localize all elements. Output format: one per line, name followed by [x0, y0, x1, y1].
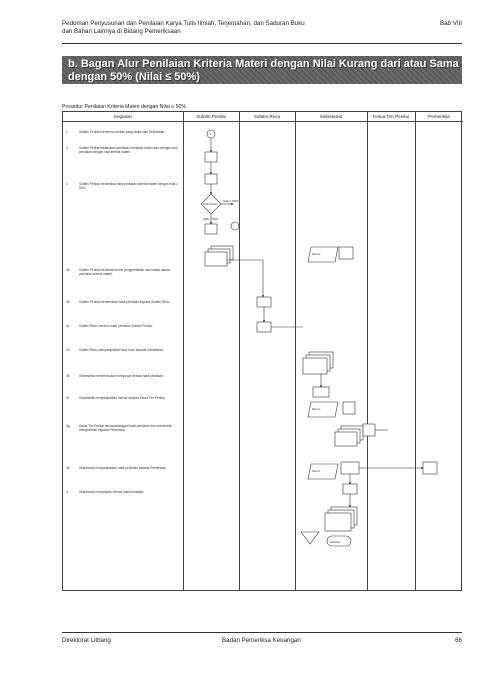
column-header-kegiatan: Kegiatan	[63, 112, 183, 122]
memo-shape	[307, 401, 339, 418]
banner-title: b. Bagan Alur Penilaian Kriteria Materi …	[68, 58, 459, 83]
memo-shape	[307, 463, 339, 480]
process-box	[256, 296, 272, 308]
process-box	[204, 151, 218, 163]
column-divider	[183, 112, 184, 590]
memo-shape	[307, 246, 339, 263]
step-number: 2	[66, 146, 68, 150]
decision-yes-label: Nilai ≤ 50%	[223, 199, 238, 203]
memo-label: Memo	[312, 252, 321, 256]
step-text: Subtim Penilai melakukan penilaian terha…	[79, 146, 178, 154]
column-header-subtim-revu: Subtim Revu	[239, 112, 295, 122]
flowchart-table: Kegiatan Subtim Penilai Subtim Revu Sekr…	[62, 111, 463, 591]
column-divider	[239, 112, 240, 590]
step-text: Subtim Revu menyampaikan hasil reviu kep…	[79, 348, 164, 352]
memo-label: Memo	[312, 407, 321, 411]
step-text: Sekretariat menyampaikan berkas kepada K…	[79, 396, 166, 400]
step-number: 3d	[66, 348, 70, 352]
step-number: 1	[66, 130, 68, 134]
process-box	[340, 461, 360, 475]
end-label: Selesai	[330, 540, 340, 544]
decision-no-label: Nilai > 50%	[203, 217, 219, 221]
column-header-subtim-penilai: Subtim Penilai	[183, 112, 239, 122]
step-text: Subtim Penilai memeriksa hasil penilaian…	[79, 182, 178, 190]
page-number: 66	[455, 637, 462, 644]
memo-label: Memo	[312, 469, 321, 473]
step-number: 3c	[66, 324, 70, 328]
step-number: 3a	[66, 268, 70, 272]
flowchart-diagram: A Nilai Materi Nilai ≤ 50% Nilai > 50% M…	[200, 129, 438, 547]
header-section: Bab VIII	[439, 20, 462, 27]
step-number: 4	[66, 490, 68, 494]
step-number: 3e	[66, 374, 70, 378]
process-box	[204, 173, 218, 185]
process-box	[422, 461, 438, 475]
header-title-line-2: dan Bahan Lainnya di Bidang Pemeriksaan	[62, 27, 181, 35]
process-box	[342, 401, 356, 415]
step-text: Subtim Penilai membuat memo pengembalian…	[79, 268, 171, 276]
step-number: 3f	[66, 396, 69, 400]
step-text: Ketua Tim Penilai menandatangani hasil p…	[79, 424, 172, 432]
step-number: 3h	[66, 466, 70, 470]
off-page-connector	[230, 221, 240, 231]
step-text: Sekretariat menyimpan berkas hasil penil…	[79, 490, 145, 494]
column-header-pemeriksa: Pemeriksa	[415, 112, 463, 122]
end-terminator	[326, 535, 352, 547]
step-text: Subtim Penilai memberikan hasil penilaia…	[79, 300, 171, 304]
archive-triangle	[300, 531, 320, 545]
footer-center: Badan Pemeriksa Keuangan	[222, 637, 301, 644]
section-banner: b. Bagan Alur Penilaian Kriteria Materi …	[62, 56, 462, 84]
column-divider	[295, 112, 296, 590]
step-text: Subtim Revu mereviu hasil penilaian Subt…	[79, 324, 153, 328]
step-number: 3b	[66, 300, 70, 304]
decision-label: Nilai Materi	[203, 202, 218, 206]
column-divider	[367, 112, 368, 590]
process-box	[204, 223, 218, 235]
process-box	[342, 483, 358, 495]
step-text: Subtim Penilai menerima berkas yang dini…	[79, 130, 166, 134]
column-header-ketua-tim: Ketua Tim Penilai	[367, 112, 415, 122]
footer-left: Direktorat Litbang	[62, 637, 111, 644]
process-box	[362, 423, 376, 437]
column-divider	[415, 112, 416, 590]
step-number: 3g	[66, 424, 70, 428]
step-number: 3	[66, 182, 68, 186]
page-footer: Direktorat Litbang Badan Pemeriksa Keuan…	[62, 632, 462, 644]
page-header: Pedoman Penyusunan dan Penilaian Karya T…	[62, 20, 462, 35]
procedure-title: Prosedur Penilaian Kriteria Materi denga…	[62, 104, 186, 110]
step-text: Sekretariat menyampaikan hasil penilaian…	[79, 466, 167, 470]
header-divider	[62, 43, 462, 44]
start-label: A	[210, 132, 212, 136]
process-box	[338, 246, 354, 260]
header-title-line-1: Pedoman Penyusunan dan Penilaian Karya T…	[62, 20, 305, 27]
column-header-sekretariat: Sekretariat	[295, 112, 367, 122]
process-box	[256, 321, 272, 333]
step-text: Sekretariat menerima dan menyusun berkas…	[79, 374, 164, 378]
process-box	[312, 386, 330, 398]
